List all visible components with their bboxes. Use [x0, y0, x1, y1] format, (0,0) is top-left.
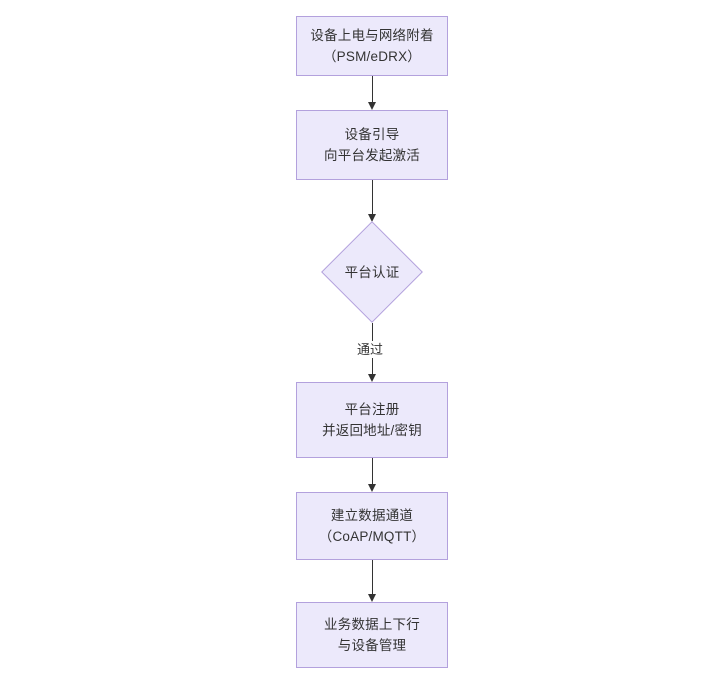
connector-arrowhead-5 [367, 594, 376, 602]
node-text-line: 设备上电与网络附着 [310, 28, 434, 43]
node-text-line: 与设备管理 [337, 638, 407, 653]
flow-node-device-power-on[interactable]: 设备上电与网络附着 （PSM/eDRX） [296, 16, 448, 76]
connector-arrowhead-4 [367, 484, 376, 492]
flow-node-device-bootstrap[interactable]: 设备引导 向平台发起激活 [296, 110, 448, 180]
connector-line-1 [372, 76, 373, 102]
edge-label-pass: 通过 [355, 341, 386, 358]
node-text-line: 建立数据通道 [330, 508, 414, 523]
flow-node-business-data[interactable]: 业务数据上下行 与设备管理 [296, 602, 448, 668]
flow-node-data-channel[interactable]: 建立数据通道 （CoAP/MQTT） [296, 492, 448, 560]
node-text-line: 平台注册 [344, 402, 400, 417]
node-text-line: （CoAP/MQTT） [318, 529, 426, 544]
flow-node-platform-auth[interactable]: 平台认证 [321, 221, 423, 323]
flow-node-platform-register[interactable]: 平台注册 并返回地址/密钥 [296, 382, 448, 458]
connector-arrowhead-3 [367, 374, 376, 382]
connector-line-4 [372, 458, 373, 484]
node-text-line: 设备引导 [344, 127, 400, 142]
node-text-line: （PSM/eDRX） [322, 49, 422, 64]
connector-arrowhead-1 [367, 102, 376, 110]
connector-line-5 [372, 560, 373, 594]
node-text-line: 向平台发起激活 [324, 148, 420, 163]
connector-arrowhead-2 [367, 214, 376, 222]
node-text-line: 并返回地址/密钥 [322, 423, 422, 438]
node-text-line: 业务数据上下行 [324, 617, 420, 632]
node-text-line: 平台认证 [344, 264, 400, 280]
connector-line-2 [372, 180, 373, 214]
